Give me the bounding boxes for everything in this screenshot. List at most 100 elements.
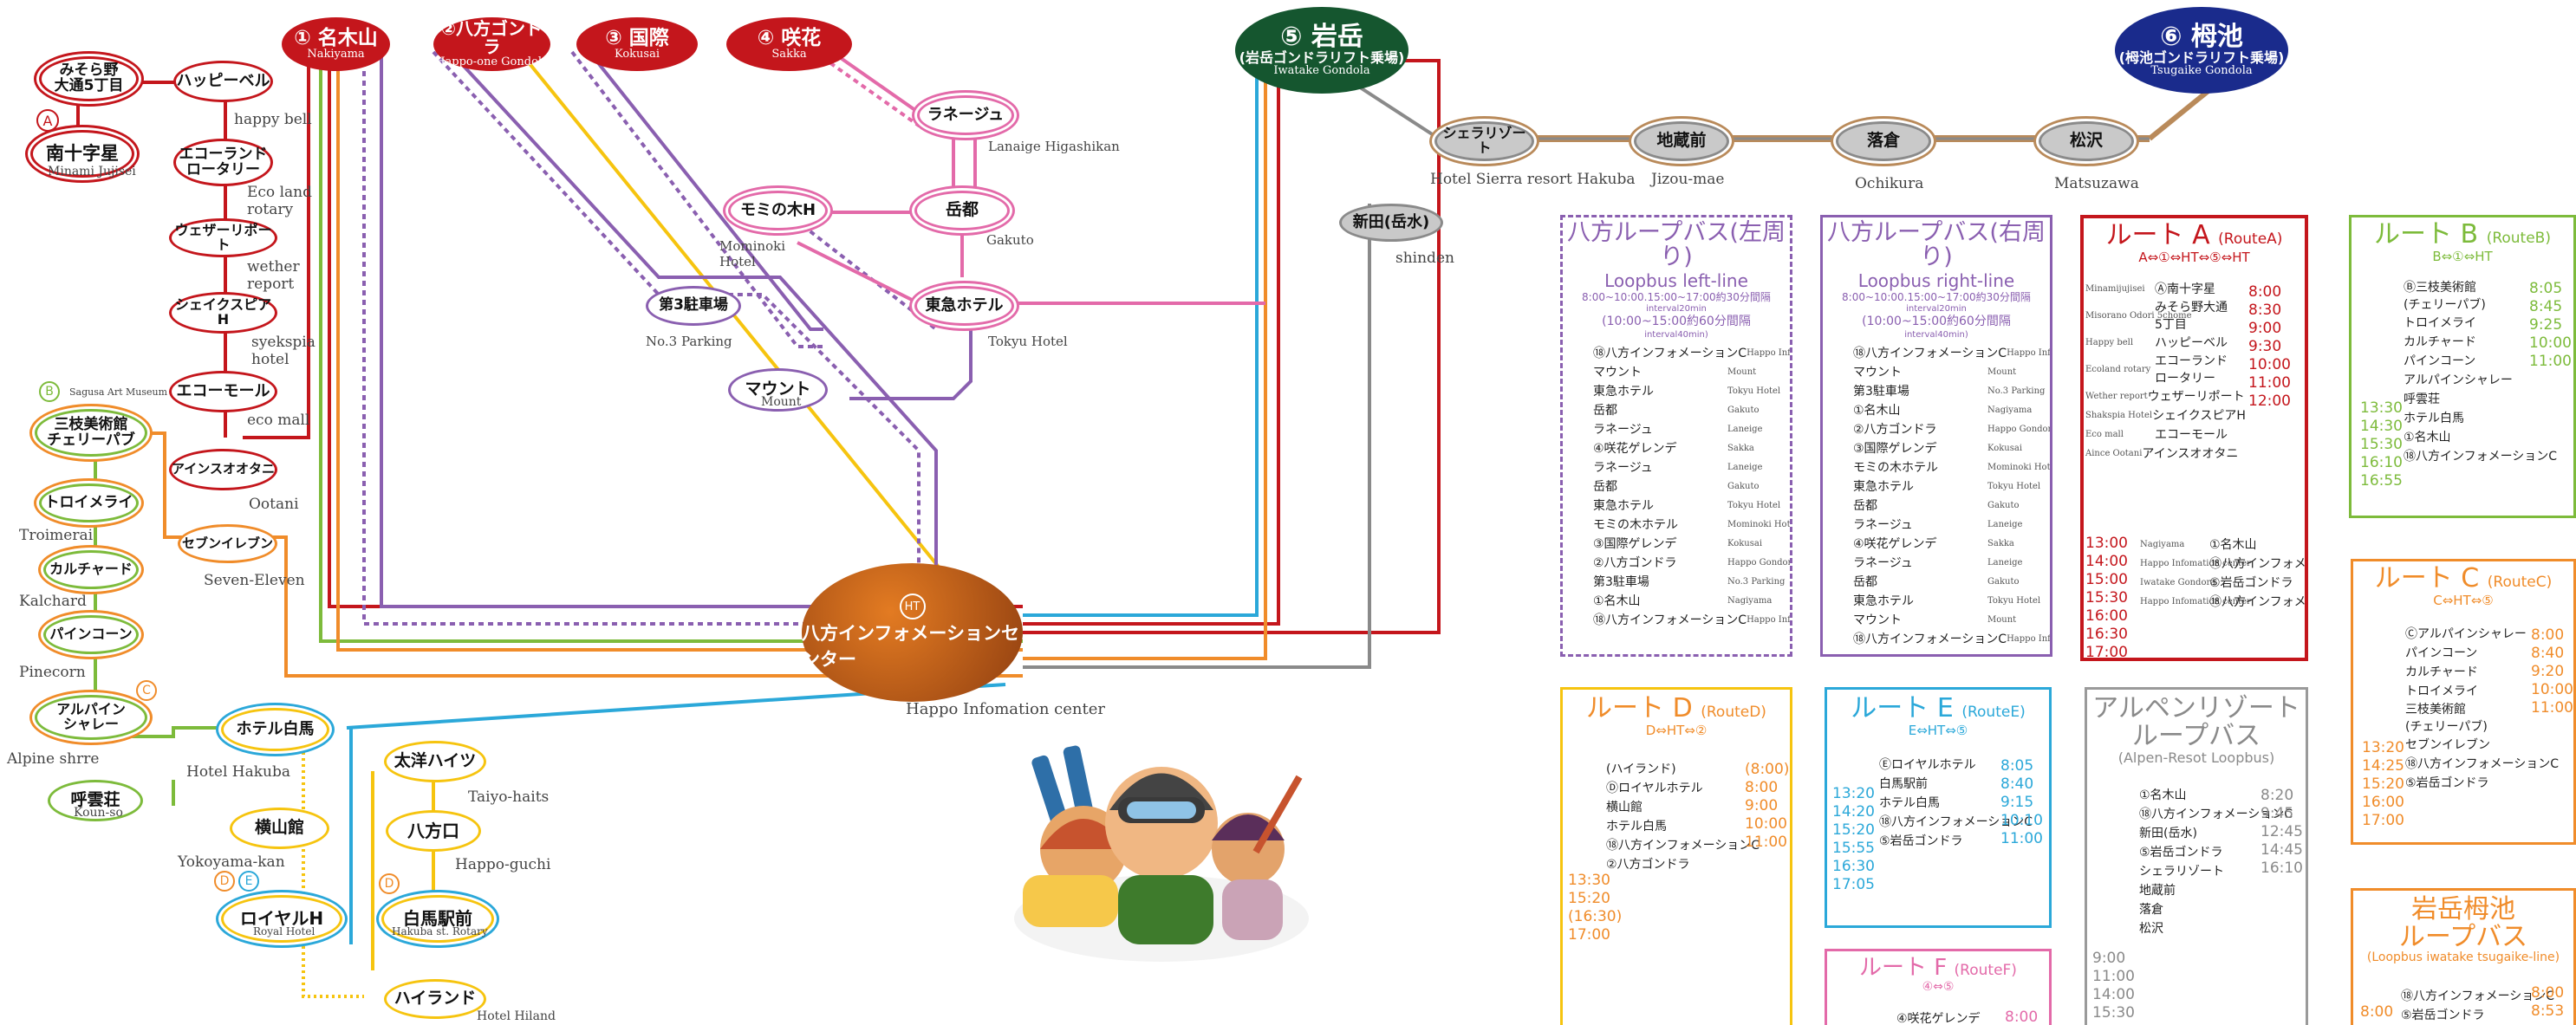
timetable-stop-name-en: Ecoland rotary bbox=[2085, 364, 2151, 374]
info-center[interactable]: HT 八方インフォメーションセンター bbox=[802, 563, 1023, 702]
stop-shakes[interactable]: シェイクスピアH bbox=[169, 292, 277, 334]
timetable-stop-row: ⑱八方インフォメーションC bbox=[2401, 986, 2554, 1005]
panel-loop-right-note2en: interval40min) bbox=[1904, 329, 1968, 340]
timetable-stop-name: ラネージュ bbox=[1593, 461, 1653, 475]
stop-royal[interactable]: ロイヤルH bbox=[221, 895, 342, 943]
timetable-stop-name: パインコーン bbox=[2405, 646, 2478, 660]
stop-gakuto[interactable]: 岳都 bbox=[914, 191, 1010, 230]
stop-ochi-en: Ochikura bbox=[1855, 175, 1924, 192]
stop-mount[interactable]: マウント bbox=[728, 368, 828, 412]
departure-time: 14:45 bbox=[2261, 841, 2303, 859]
stop-tokyu[interactable]: 東急ホテル bbox=[914, 286, 1014, 326]
panel-route-b-title: ルート B bbox=[2374, 219, 2479, 250]
timetable-stop-row: 新田(岳水) bbox=[2139, 823, 2261, 842]
stop-shinden[interactable]: 新田(岳水) bbox=[1339, 204, 1443, 242]
timetable-stop-row: ②八方ゴンドラ bbox=[1606, 854, 1745, 873]
timetable-stop-name: 白馬駅前 bbox=[1879, 777, 1928, 791]
stop-kokusai-label: ③ 国際 bbox=[605, 27, 669, 50]
stop-ecomall[interactable]: エコーモール bbox=[169, 371, 277, 412]
departure-time: 11:00 bbox=[2529, 353, 2572, 370]
timetable-stop-name-en: Laneige bbox=[1727, 424, 1763, 434]
timetable-stop-name-en: Happo Infomation center bbox=[2007, 347, 2051, 358]
timetable-stop-name: モミの木ホテル bbox=[1853, 461, 1938, 475]
stop-weather[interactable]: ウェザーリポート bbox=[169, 218, 277, 257]
stop-sierra[interactable]: シェラリゾート bbox=[1434, 121, 1534, 161]
timetable-stop-name: エコーモール bbox=[2155, 428, 2228, 442]
stop-yokoyama[interactable]: 横山館 bbox=[230, 808, 329, 849]
stop-nakiyama[interactable]: ① 名木山 Nakiyama bbox=[282, 17, 390, 71]
timetable-stop-name: エコーランド ロータリー bbox=[2155, 354, 2228, 386]
timetable-stop-name: 岳都 bbox=[1593, 404, 1617, 418]
departure-time: 14:25 bbox=[2362, 757, 2404, 775]
stop-ochi[interactable]: 落倉 bbox=[1836, 121, 1931, 161]
stop-pine[interactable]: パインコーン bbox=[43, 615, 139, 654]
stop-hakuba[interactable]: ホテル白馬 bbox=[221, 708, 329, 751]
panel-iwatake-loop: 岩岳栂池 ループバス (Loopbus iwatake tsugaike-lin… bbox=[2351, 888, 2576, 1025]
stop-jizou[interactable]: 地蔵前 bbox=[1634, 121, 1729, 161]
stop-alp[interactable]: アルパイン シャレー bbox=[35, 695, 147, 740]
timetable-stop-name: ⑱八方インフォメーションC bbox=[1853, 347, 2007, 360]
departure-time: 17:00 bbox=[2362, 812, 2404, 829]
timetable-stop-name: アルパインシャレー bbox=[2404, 373, 2513, 387]
stop-happo-gondola[interactable]: ②八方ゴンドラ Happo-one Gondola bbox=[433, 17, 550, 71]
stop-hiland[interactable]: ハイランド bbox=[384, 979, 486, 1019]
stop-sanshi[interactable]: 三枝美術館 チェリーパブ bbox=[35, 409, 147, 457]
panel-loop-left-sub: Loopbus left-line bbox=[1604, 269, 1748, 291]
timetable-stop-name-en: Nagiyama bbox=[1727, 595, 1773, 606]
stop-sakka[interactable]: ④ 咲花 Sakka bbox=[726, 17, 852, 71]
timetable-stop-row: ⑱八方インフォメーションC bbox=[1606, 835, 1760, 854]
stop-koun[interactable]: 呼雲荘 bbox=[48, 780, 143, 821]
panel-loop-left-note2: (10:00~15:00約60分間隔 bbox=[1602, 315, 1751, 329]
stop-happybell[interactable]: ハッピーベル bbox=[173, 61, 273, 102]
stop-kal[interactable]: カルチャード bbox=[43, 550, 139, 589]
panel-route-d-title: ルート D bbox=[1586, 693, 1693, 723]
stop-kal-en: Kalchard bbox=[19, 593, 87, 610]
stop-matsu[interactable]: 松沢 bbox=[2039, 121, 2134, 161]
departure-time: 16:30 bbox=[2085, 626, 2128, 643]
stop-momi[interactable]: モミの木H bbox=[728, 191, 828, 230]
timetable-stop-row: Ⓑ三枝美術館 (チェリーパブ) bbox=[2404, 278, 2525, 313]
stop-taiyo[interactable]: 太洋ハイツ bbox=[384, 741, 486, 782]
stop-minamijujisei[interactable]: 南十字星 bbox=[30, 130, 134, 178]
stop-lanaige[interactable]: ラネージュ bbox=[917, 95, 1014, 135]
stop-no3[interactable]: 第3駐車場 bbox=[646, 286, 741, 326]
stop-otani[interactable]: アインスオオタニ bbox=[169, 449, 277, 490]
stop-nakiyama-en: Nakiyama bbox=[307, 48, 365, 62]
departure-time: 12:00 bbox=[2248, 392, 2291, 410]
timetable-stop-name-en: Happo Gondora bbox=[1987, 424, 2052, 434]
stop-happoguchi[interactable]: 八方口 bbox=[386, 810, 481, 852]
timetable-stop-name: 横山館 bbox=[1606, 801, 1643, 814]
stop-ecoland[interactable]: エコーランド ロータリー bbox=[173, 139, 273, 186]
stop-sakka-en: Sakka bbox=[771, 48, 807, 62]
stop-iwatake[interactable]: ⑤ 岩岳 (岩岳ゴンドラリフト乗場) Iwatake Gondola bbox=[1235, 7, 1408, 94]
stop-toroi[interactable]: トロイメライ bbox=[39, 483, 139, 522]
stop-misorano[interactable]: みそら野 大通5丁目 bbox=[39, 56, 139, 101]
departure-time: 15:20 bbox=[1568, 890, 1610, 907]
departure-time: 11:00 bbox=[2248, 374, 2291, 392]
departure-time: 15:55 bbox=[1832, 840, 1875, 857]
panel-alpen-title: アルペンリゾート ループバス bbox=[2092, 693, 2300, 751]
departure-time: 16:10 bbox=[2360, 454, 2403, 471]
timetable-stop-name-en: Happo Infomation center bbox=[2140, 596, 2251, 607]
stop-tsugaike[interactable]: ⑥ 栂池 (栂池ゴンドラリフト乗場) Tsugaike Gondola bbox=[2115, 7, 2288, 94]
stop-seveneleven[interactable]: セブンイレブン bbox=[178, 524, 277, 563]
stop-kokusai[interactable]: ③ 国際 Kokusai bbox=[576, 17, 698, 71]
timetable-stop-name-en: Tokyu Hotel bbox=[1987, 481, 2041, 491]
stop-hakubast[interactable]: 白馬駅前 bbox=[381, 895, 494, 943]
timetable-stop-row: Ⓓロイヤルホテル bbox=[1606, 778, 1745, 797]
timetable-stop-name-en: Laneige bbox=[1727, 462, 1763, 472]
stop-iwatake-label: ⑤ 岩岳 bbox=[1280, 22, 1363, 53]
